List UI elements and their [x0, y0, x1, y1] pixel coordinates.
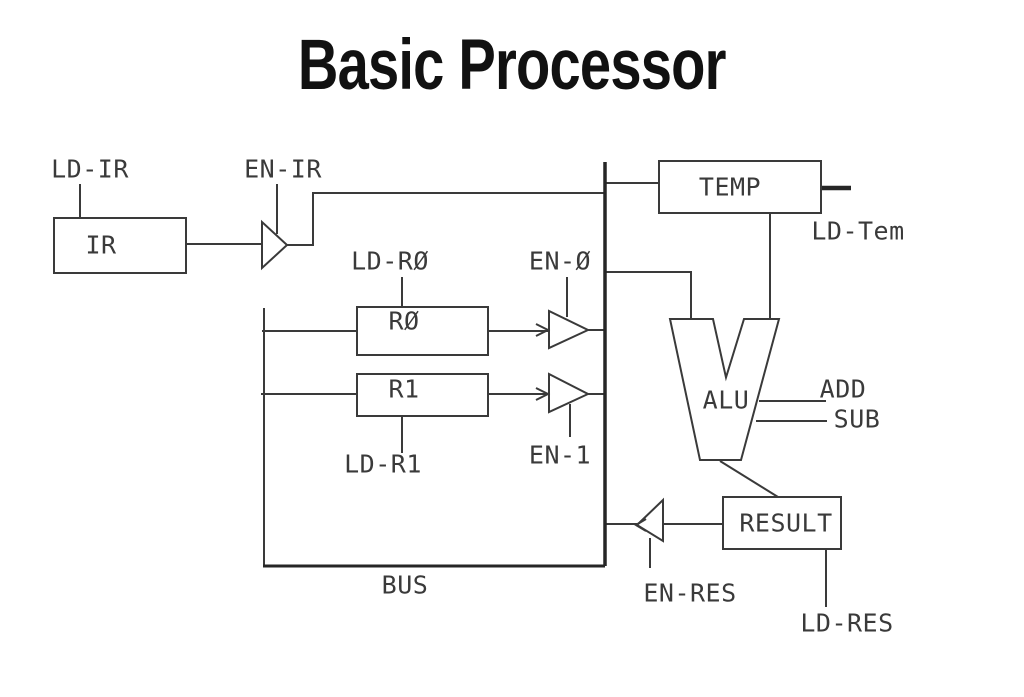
label-en-1: EN-1 — [528, 440, 592, 470]
label-sub: SUB — [833, 404, 881, 434]
label-ld-r1: LD-R1 — [344, 449, 422, 479]
slide-title-area: Basic Processor — [0, 30, 1024, 101]
result-box — [722, 496, 842, 550]
label-add: ADD — [819, 374, 867, 404]
enir-buffer-triangle — [261, 219, 289, 271]
label-ld-res: LD-RES — [800, 608, 894, 638]
label-ir: IR — [85, 230, 117, 260]
label-en-ir: EN-IR — [244, 154, 322, 184]
label-alu: ALU — [702, 385, 750, 415]
en1-buffer-triangle — [548, 372, 591, 414]
wire-bus-to-alu — [605, 271, 692, 318]
label-r1: R1 — [388, 374, 420, 404]
en0-buffer-triangle — [548, 309, 591, 350]
label-en-res: EN-RES — [643, 578, 737, 608]
label-ld-ir: LD-IR — [51, 154, 129, 184]
r1-box — [356, 373, 489, 417]
label-r0: RØ — [388, 306, 420, 336]
label-bus: BUS — [381, 570, 429, 600]
enres-buffer-triangle — [635, 497, 664, 543]
r0-box — [356, 306, 489, 356]
label-result: RESULT — [739, 508, 833, 538]
label-ld-r0: LD-RØ — [351, 246, 429, 276]
ir-box — [53, 217, 187, 274]
temp-box — [658, 160, 822, 214]
wire-alu-to-result — [719, 460, 779, 498]
label-ld-tem: LD-Tem — [811, 216, 905, 246]
alu-body — [668, 318, 781, 461]
slide-title: Basic Processor — [298, 26, 727, 105]
arrowhead-enres-bus — [634, 518, 647, 532]
arrowhead-r1-en1 — [535, 387, 551, 401]
arrowhead-r0-en0 — [535, 323, 551, 337]
label-en-0: EN-Ø — [528, 246, 592, 276]
label-temp: TEMP — [698, 172, 762, 202]
wire-enir-out-to-bus — [287, 192, 604, 246]
